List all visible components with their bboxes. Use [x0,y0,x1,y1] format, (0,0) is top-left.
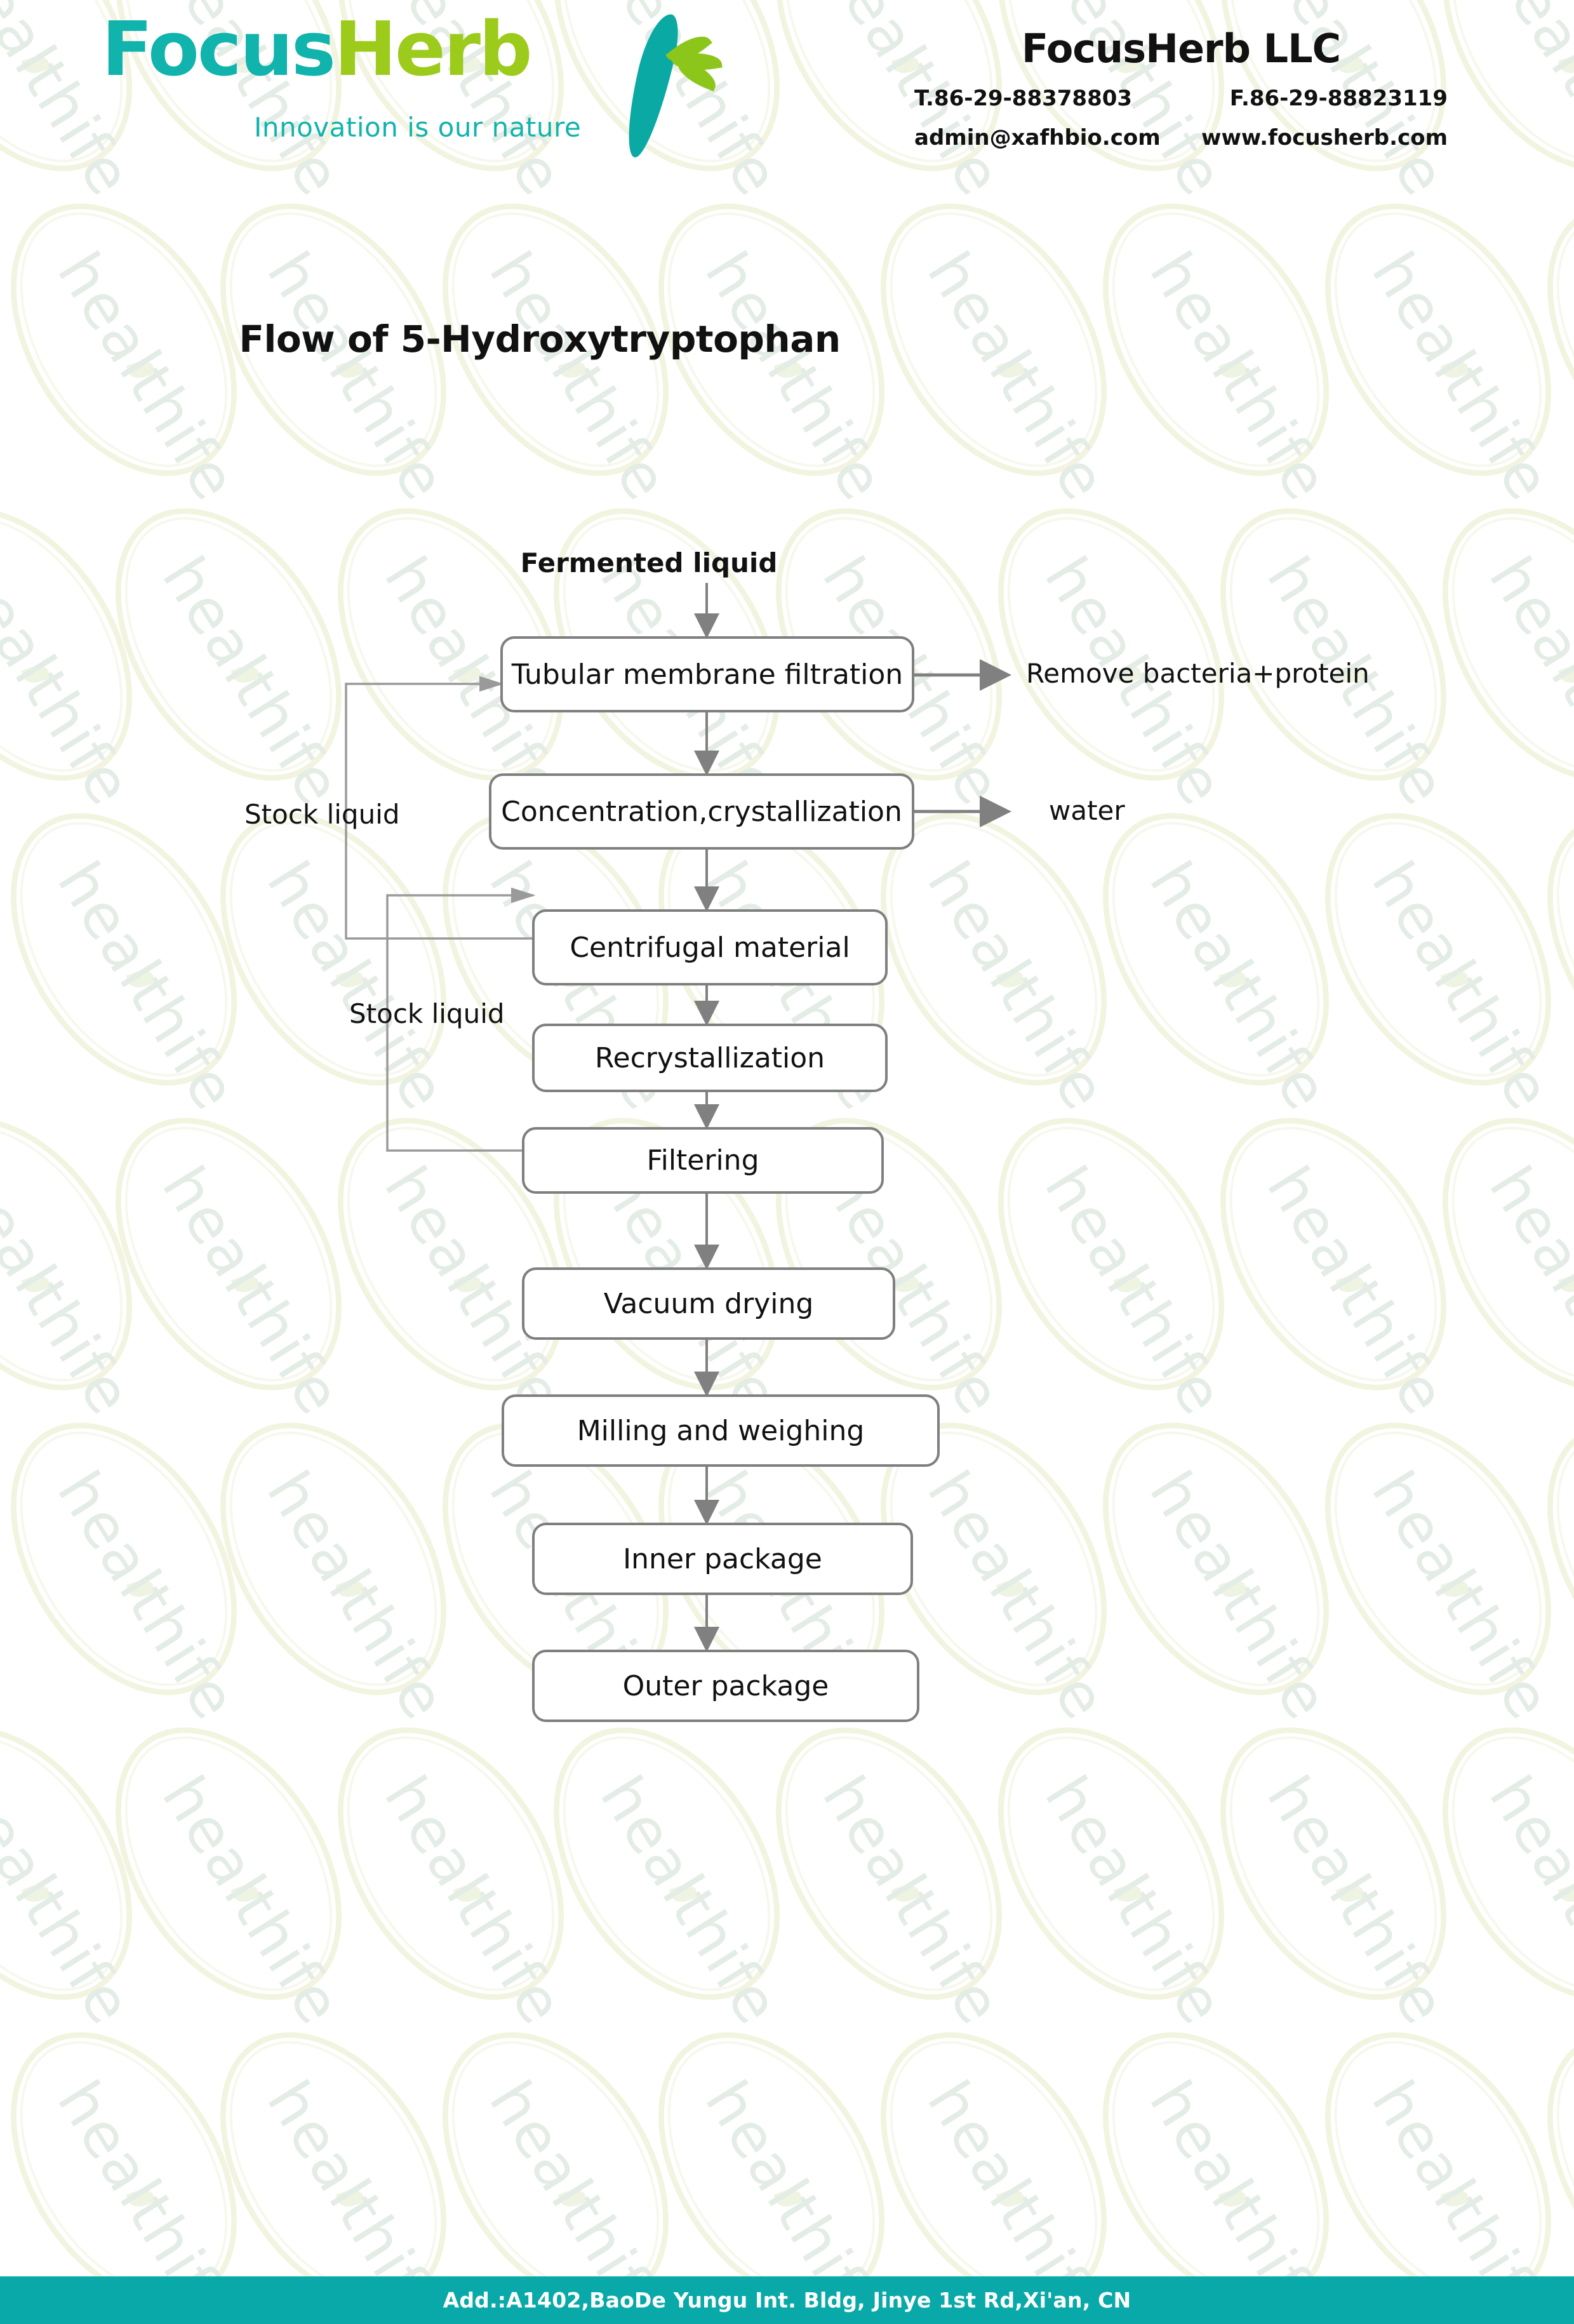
node-label: Milling and weighing [577,1414,865,1447]
node-milling-and-weighing[interactable]: Milling and weighing [502,1394,940,1467]
node-label: Recrystallization [594,1041,825,1074]
node-concentration-crystallization[interactable]: Concentration,crystallization [489,773,914,850]
logo-wordmark: FocusHerb [102,11,673,86]
email-address: admin@xafhbio.com [914,125,1161,150]
node-recrystallization[interactable]: Recrystallization [532,1024,888,1092]
label-stock-liquid-2: Stock liquid [349,998,505,1029]
label-water: water [1049,795,1125,826]
logo-word-herb: Herb [334,5,532,93]
footer-address: Add.:A1402,BaoDe Yungu Int. Bldg, Jinye … [443,2288,1131,2313]
contact-row-phone-fax: T.86-29-88378803 F.86-29-88823119 [864,86,1498,111]
edge-recycle-n3-to-n1 [345,676,533,940]
logo-tagline: Innovation is our nature [254,112,582,143]
node-inner-package[interactable]: Inner package [532,1523,913,1595]
node-label: Vacuum drying [603,1287,814,1320]
contact-row-email-web: admin@xafhbio.com www.focusherb.com [864,125,1498,150]
node-vacuum-drying[interactable]: Vacuum drying [522,1267,895,1340]
logo-word-focus: Focus [102,5,336,93]
phone-number: T.86-29-88378803 [914,86,1133,111]
node-label: Outer package [622,1669,829,1702]
node-tubular-membrane-filtration[interactable]: Tubular membrane filtration [500,636,914,712]
sprout-stem-shape [618,12,684,159]
brand-logo: FocusHerb Innovation is our nature [102,11,723,177]
company-contact-block: FocusHerb LLC T.86-29-88378803 F.86-29-8… [864,9,1498,150]
website-url: www.focusherb.com [1201,125,1448,150]
label-stock-liquid-1: Stock liquid [244,799,400,830]
node-label: Centrifugal material [570,931,850,964]
node-filtering[interactable]: Filtering [522,1127,884,1194]
node-label: Inner package [623,1542,822,1575]
flow-connector-layer [345,583,1011,1652]
company-name: FocusHerb LLC [1021,25,1341,72]
label-remove-bacteria-protein: Remove bacteria+protein [1026,658,1370,689]
node-label: Tubular membrane filtration [511,658,904,691]
page-header: FocusHerb Innovation is our nature Focus… [0,0,1574,190]
fax-number: F.86-29-88823119 [1229,86,1448,111]
process-flow-diagram: Fermented liquid Remove bacteria+protein… [244,547,1370,1722]
label-fermented-liquid: Fermented liquid [520,547,778,578]
herb-sprout-icon [603,12,743,171]
edge-recycle-n5-to-n3 [386,887,536,1152]
node-centrifugal-material[interactable]: Centrifugal material [532,909,888,985]
page-footer: Add.:A1402,BaoDe Yungu Int. Bldg, Jinye … [0,2276,1574,2324]
node-label: Concentration,crystallization [501,795,902,828]
page-title: Flow of 5-Hydroxytryptophan [239,317,841,361]
node-outer-package[interactable]: Outer package [532,1650,919,1722]
node-label: Filtering [646,1144,759,1177]
